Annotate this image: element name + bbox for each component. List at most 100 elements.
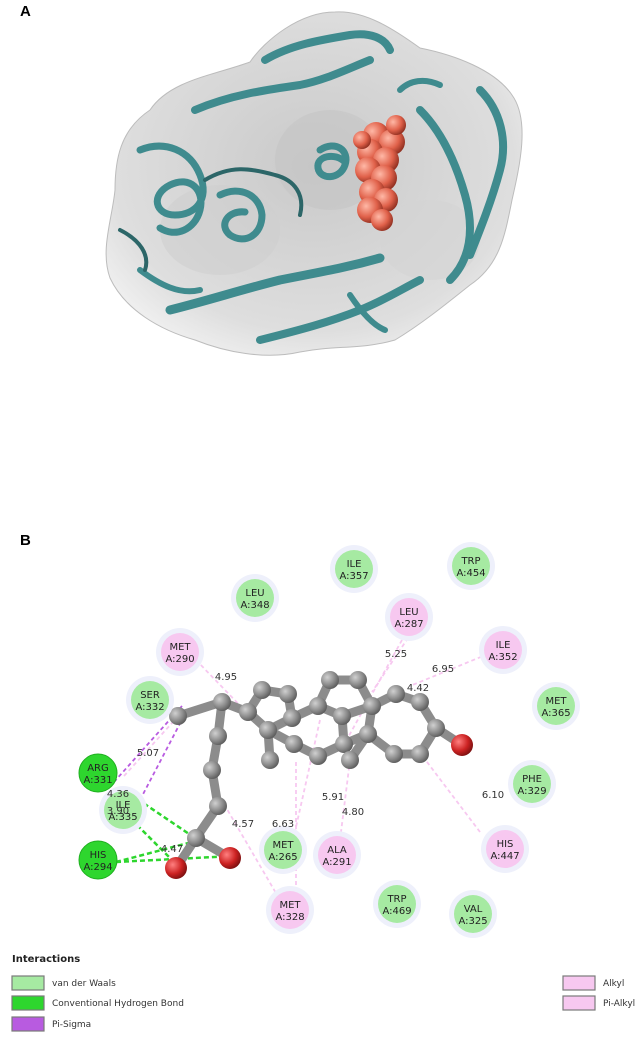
distance-label: 4.95: [215, 672, 237, 683]
residue-id: A:265: [268, 852, 297, 863]
distance-labels: 4.955.254.426.955.074.363.904.574.476.63…: [107, 649, 504, 855]
residue-id: A:332: [135, 702, 164, 713]
residue-disc: [484, 631, 522, 669]
residue-name: VAL: [464, 904, 483, 915]
residue-id: A:328: [275, 912, 304, 923]
interaction-line-alkyl: [409, 653, 489, 687]
residue-id: A:329: [517, 786, 546, 797]
legend-swatch: [11, 975, 45, 991]
legend-title: Interactions: [12, 954, 80, 965]
residue-disc: [78, 840, 118, 880]
residue-id: A:469: [382, 906, 411, 917]
residue-id: A:294: [83, 862, 112, 873]
legend-item-hydrogen-bond: Conventional Hydrogen Bond: [11, 995, 184, 1011]
interaction-line-alkyl: [423, 757, 481, 833]
residue-id: A:454: [456, 568, 485, 579]
residue-id: A:365: [541, 708, 570, 719]
interaction-line-alkyl: [293, 719, 321, 837]
legend-swatch: [11, 1016, 45, 1032]
distance-label: 4.57: [232, 819, 254, 830]
interaction-line-alkyl: [371, 631, 413, 693]
distance-label: 6.63: [272, 819, 294, 830]
legend-swatch: [11, 995, 45, 1011]
residue-id: A:331: [83, 775, 112, 786]
residue-discs: LEUA:348ILEA:357TRPA:454LEUA:287META:290…: [78, 542, 580, 938]
residue-disc: [78, 753, 118, 793]
legend-label: van der Waals: [52, 979, 116, 989]
interaction-line-pi-sigma: [139, 711, 187, 801]
residue-id: A:357: [339, 571, 368, 582]
residue-name: MET: [545, 696, 567, 707]
ligand-molecule: [165, 671, 473, 879]
interaction-line-hydrogen-bond: [119, 807, 177, 865]
residue-name: LEU: [399, 607, 418, 618]
legend-label: Pi-Alkyl: [603, 999, 635, 1009]
residue-name: LEU: [245, 588, 264, 599]
distance-label: 4.36: [107, 789, 129, 800]
distance-label: 5.91: [322, 792, 344, 803]
protein-structure: [105, 11, 523, 356]
residue-disc: [486, 830, 524, 868]
distance-label: 6.95: [432, 664, 454, 675]
residue-id: A:290: [165, 654, 194, 665]
distance-label: 4.80: [342, 807, 364, 818]
distance-label: 4.47: [161, 844, 183, 855]
distance-label: 5.25: [385, 649, 407, 660]
residue-disc: [452, 547, 490, 585]
residue-disc: [378, 885, 416, 923]
distance-label: 4.42: [407, 683, 429, 694]
residue-name: MET: [279, 900, 301, 911]
residue-name: HIS: [90, 850, 107, 861]
panel-a-label: A: [20, 3, 31, 20]
residue-id: A:348: [240, 600, 269, 611]
residue-name: TRP: [460, 556, 480, 567]
residue-disc: [390, 598, 428, 636]
residue-disc: [104, 791, 142, 829]
residue-disc: [454, 895, 492, 933]
legend-label: Conventional Hydrogen Bond: [52, 999, 184, 1009]
residue-name: ARG: [87, 763, 109, 774]
legend-item-pi-alkyl: Pi-Alkyl: [562, 995, 635, 1011]
residue-name: ILE: [116, 800, 131, 811]
residue-disc: [335, 550, 373, 588]
residue-id: A:335: [108, 812, 137, 823]
residue-disc: [537, 687, 575, 725]
residue-name: ILE: [496, 640, 511, 651]
residue-name: MET: [272, 840, 294, 851]
residue-name: SER: [140, 690, 160, 701]
panel-b-label: B: [20, 532, 31, 549]
residue-name: ALA: [327, 845, 347, 856]
residue-disc: [131, 681, 169, 719]
legend-swatch: [562, 995, 596, 1011]
residue-name: ILE: [347, 559, 362, 570]
residue-disc: [318, 836, 356, 874]
legend-label: Alkyl: [603, 979, 624, 989]
distance-label: 5.07: [137, 748, 159, 759]
residue-id: A:325: [458, 916, 487, 927]
distance-label: 6.10: [482, 790, 504, 801]
residue-id: A:447: [490, 851, 519, 862]
residue-name: TRP: [386, 894, 406, 905]
residue-name: MET: [169, 642, 191, 653]
residue-disc: [161, 633, 199, 671]
residue-name: PHE: [522, 774, 542, 785]
residue-name: HIS: [497, 839, 514, 850]
residue-id: A:352: [488, 652, 517, 663]
residue-disc: [513, 765, 551, 803]
